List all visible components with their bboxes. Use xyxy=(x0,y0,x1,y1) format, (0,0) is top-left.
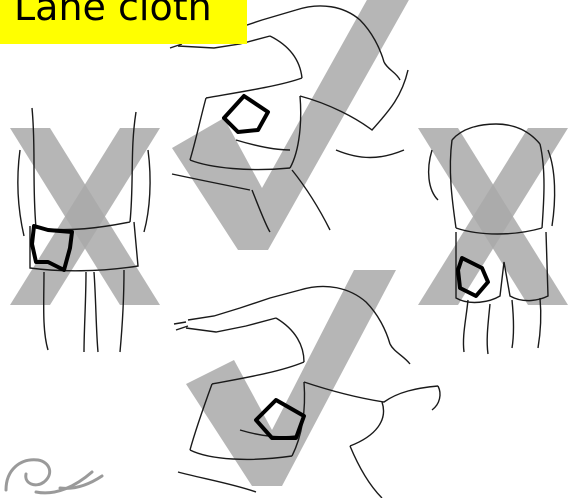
cross-mark-right xyxy=(418,128,568,305)
lane-cloth-thigh-upper xyxy=(224,96,268,132)
figure-front-view xyxy=(418,124,568,354)
cross-mark-left xyxy=(10,128,160,305)
check-mark-lower xyxy=(186,270,396,486)
figure-back-view xyxy=(10,108,160,352)
page-title: Lane cloth xyxy=(14,0,212,31)
figure-runner-lower xyxy=(174,270,440,498)
swirl-logo-icon xyxy=(6,460,102,493)
